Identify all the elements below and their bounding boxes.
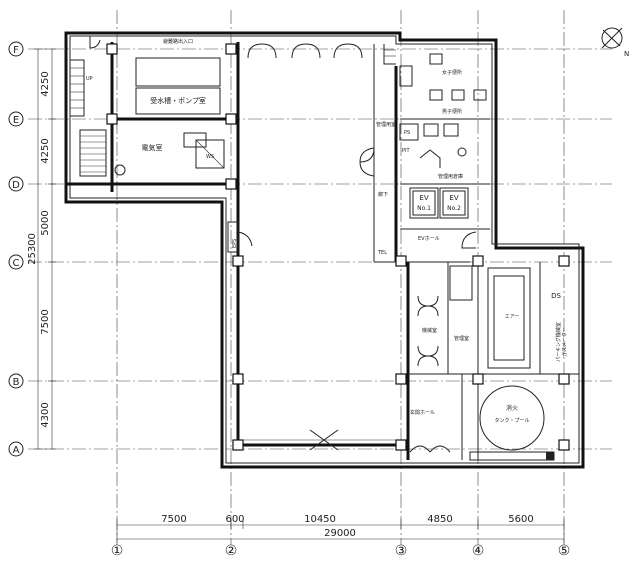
ev2-no: No.2: [447, 205, 461, 212]
drain-icon: [114, 164, 126, 176]
ds-label: DS: [551, 292, 561, 300]
row-axis-labels: F E D C B A: [8, 41, 24, 457]
tel-label: TEL: [377, 250, 387, 256]
axis-label-3: ③: [395, 543, 408, 559]
axis-label-1: ①: [111, 543, 124, 559]
entrance-hall-label: 玄関ホール: [410, 409, 435, 416]
axis-label-F: F: [13, 45, 19, 56]
ev1-no: No.1: [417, 205, 431, 212]
axis-label-4: ④: [472, 543, 485, 559]
water-tank-lower: [135, 87, 221, 115]
dim-h-total: 29000: [324, 528, 356, 539]
axis-label-A: A: [13, 445, 20, 456]
tank-sub-label: タンク・プール: [495, 417, 530, 424]
structural-columns: [106, 43, 570, 451]
dim-h-1: 7500: [161, 514, 186, 525]
dim-v-total: 25300: [27, 233, 38, 265]
vertical-dimensions: 4250 4250 5000 7500 4300 25300: [27, 48, 56, 450]
main-hall-top-doors[interactable]: [247, 43, 363, 59]
axis-label-E: E: [13, 115, 19, 126]
tank-label: 消火: [506, 404, 518, 412]
north-arrow-icon: N: [601, 27, 629, 58]
electrical-room-label: 電気室: [142, 143, 163, 152]
horizontal-dimensions: 7500 600 10450 4850 5600 29000: [116, 514, 565, 543]
elevator-2: [439, 187, 469, 219]
axis-label-5: ⑤: [558, 543, 571, 559]
core-block: 女子便所 男子便所 PS PIT 管理用室 管理用倉庫: [359, 44, 487, 180]
womens-wc-label: 女子便所: [442, 69, 462, 76]
dim-h-3: 10450: [304, 514, 336, 525]
gas-meter-label: ガスメーター: [561, 327, 568, 357]
dim-v-1: 4250: [40, 71, 51, 96]
corridor-label: 廊下: [378, 191, 388, 198]
dim-v-5: 4300: [40, 402, 51, 427]
parking-lift: [487, 267, 531, 369]
pump-room: 受水槽・ポンプ室 避難路出入口: [135, 38, 221, 115]
machine-room-label: 機械室: [422, 327, 437, 334]
management-room-label: 管理用倉庫: [438, 173, 463, 180]
dim-h-5: 5600: [508, 514, 533, 525]
fire-tank: [479, 385, 545, 451]
ev-hall-label: EVホール: [418, 236, 440, 242]
axis-bubble-F: [8, 41, 24, 57]
top-corridor-label: 避難路出入口: [163, 38, 193, 45]
parking-area: エアー DS パーキング機械室 ガスメーター 消火 タンク・プール: [469, 267, 568, 461]
axis-bubble-B: [8, 373, 24, 389]
pump-room-label: 受水槽・ポンプ室: [150, 96, 206, 105]
dim-v-3: 5000: [40, 210, 51, 235]
ev1-label: EV: [419, 194, 428, 202]
building-outline: [64, 31, 585, 469]
axis-label-D: D: [12, 180, 20, 191]
axis-label-B: B: [13, 377, 20, 388]
dim-v-2: 4250: [40, 138, 51, 163]
manager-room-label: 管理室: [454, 335, 469, 342]
axis-label-C: C: [13, 258, 20, 269]
column-axis-labels: ① ② ③ ④ ⑤: [111, 543, 571, 559]
north-label: N: [624, 50, 629, 58]
axis-bubble-A: [8, 441, 24, 457]
parking-room-label: パーキング機械室: [555, 322, 562, 362]
ps-label: PS: [404, 130, 410, 136]
dim-v-4: 7500: [40, 309, 51, 334]
eps-label: EPS: [232, 239, 238, 248]
air-handler-label: エアー: [505, 314, 520, 320]
ws-label: WS: [206, 154, 214, 160]
axis-bubble-D: [8, 176, 24, 192]
axis-label-2: ②: [225, 543, 238, 559]
dim-h-4: 4850: [427, 514, 452, 525]
stair-up-label: UP: [86, 76, 93, 82]
axis-bubble-E: [8, 111, 24, 127]
main-hall-entrance-doors[interactable]: [242, 429, 396, 451]
ev2-label: EV: [449, 194, 458, 202]
dim-h-2: 600: [225, 514, 244, 525]
eps-area: EPS: [227, 221, 253, 253]
mens-wc-label: 男子便所: [442, 108, 462, 115]
water-tank-upper: [135, 57, 221, 87]
elevator-1: [409, 187, 439, 219]
pit-label: PIT: [402, 148, 410, 154]
electrical-room: 電気室 WS: [114, 132, 225, 176]
elevators: 廊下 EV No.1 EV No.2 EVホール TEL: [377, 187, 477, 256]
shaft-label: 管理用室: [376, 121, 396, 128]
left-stair: UP: [69, 36, 107, 177]
axis-bubble-C: [8, 254, 24, 270]
utility-rooms: 機械室 管理室 玄関ホール: [409, 265, 473, 453]
